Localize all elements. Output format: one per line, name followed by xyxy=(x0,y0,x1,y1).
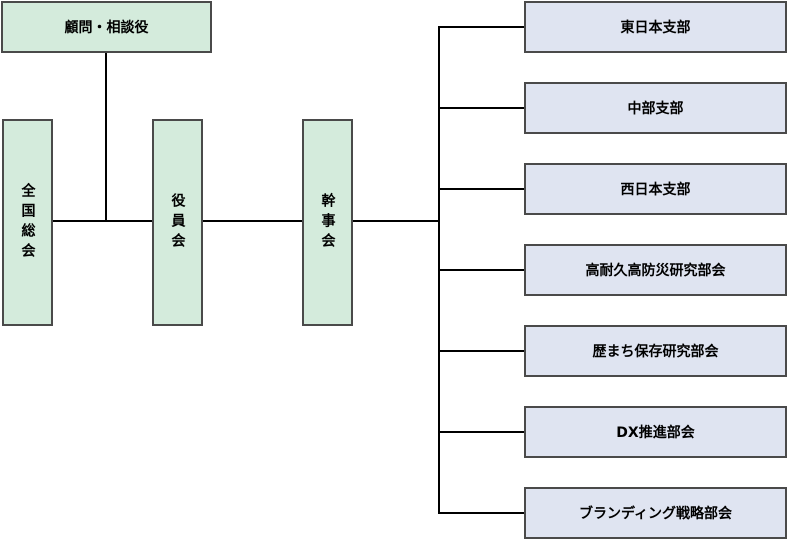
advisors-label: 顧問・相談役 xyxy=(64,20,149,36)
branch-label: 高耐久高防災研究部会 xyxy=(585,263,726,279)
committee-historic-preservation-box: 歴まち保存研究部会 xyxy=(524,325,787,377)
officers-label: 役員会 xyxy=(169,192,186,253)
branch-label: 西日本支部 xyxy=(620,182,691,198)
branch-label: ブランディング戦略部会 xyxy=(578,506,733,522)
officers-box: 役員会 xyxy=(152,119,203,326)
committee-branding-strategy-box: ブランディング戦略部会 xyxy=(524,487,787,539)
staff-committee-box: 幹事会 xyxy=(302,119,353,326)
branch-label: 中部支部 xyxy=(627,101,684,117)
committee-dx-promotion-box: DX推進部会 xyxy=(524,406,787,458)
advisors-box: 顧問・相談役 xyxy=(1,1,212,53)
general-assembly-box: 全国総会 xyxy=(2,119,53,326)
branch-west-japan-box: 西日本支部 xyxy=(524,163,787,215)
branch-chubu-box: 中部支部 xyxy=(524,82,787,134)
branch-label: 歴まち保存研究部会 xyxy=(592,344,719,360)
general-assembly-label: 全国総会 xyxy=(19,182,36,263)
branch-east-japan-box: 東日本支部 xyxy=(524,1,787,53)
branch-label: DX推進部会 xyxy=(616,425,695,441)
committee-durability-disaster-box: 高耐久高防災研究部会 xyxy=(524,244,787,296)
branch-label: 東日本支部 xyxy=(620,20,691,36)
staff-committee-label: 幹事会 xyxy=(319,192,336,253)
